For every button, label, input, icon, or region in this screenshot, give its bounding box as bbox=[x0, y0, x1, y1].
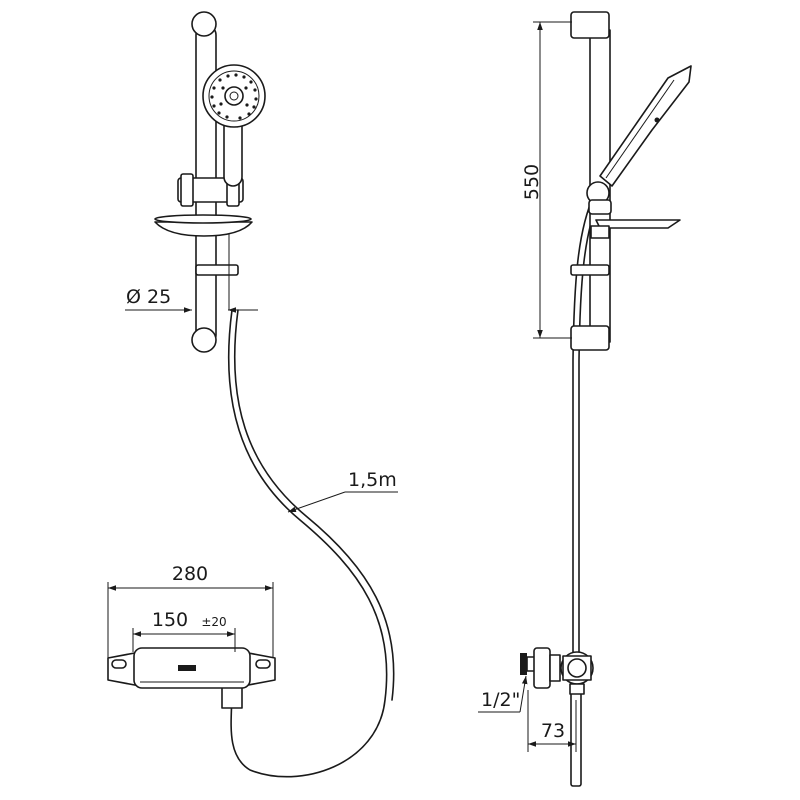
hose-length-callout: 1,5m bbox=[287, 469, 398, 513]
rail-height-dimension: 550 bbox=[521, 21, 572, 339]
front-hose bbox=[227, 309, 388, 778]
front-soap-dish bbox=[154, 214, 253, 237]
side-soap-dish bbox=[590, 219, 681, 239]
front-view: Ø 25 1,5m 280 150 ±20 bbox=[107, 11, 398, 778]
inlet-spacing-dimension: 150 ±20 bbox=[132, 609, 236, 652]
side-slide-rail bbox=[570, 11, 611, 351]
inlet-tolerance-label: ±20 bbox=[201, 615, 226, 629]
side-hand-shower bbox=[586, 65, 692, 215]
front-hand-shower bbox=[202, 64, 266, 187]
mixer-width-label: 280 bbox=[172, 563, 208, 585]
diameter-dimension: Ø 25 bbox=[125, 286, 258, 313]
wall-offset-label: 73 bbox=[541, 720, 565, 742]
diameter-label: Ø 25 bbox=[126, 286, 171, 308]
thread-size-callout: 1/2" bbox=[478, 675, 528, 713]
side-mixer bbox=[520, 647, 594, 695]
hose-length-label: 1,5m bbox=[348, 469, 397, 491]
front-thermostatic-mixer bbox=[107, 647, 276, 709]
mixer-width-dimension: 280 bbox=[107, 563, 274, 658]
inlet-spacing-label: 150 bbox=[152, 609, 188, 631]
rail-height-label: 550 bbox=[521, 164, 543, 200]
thread-size-label: 1/2" bbox=[481, 689, 520, 711]
side-view: 550 1/2" 73 bbox=[478, 11, 692, 787]
wall-offset-dimension: 73 bbox=[527, 690, 577, 752]
